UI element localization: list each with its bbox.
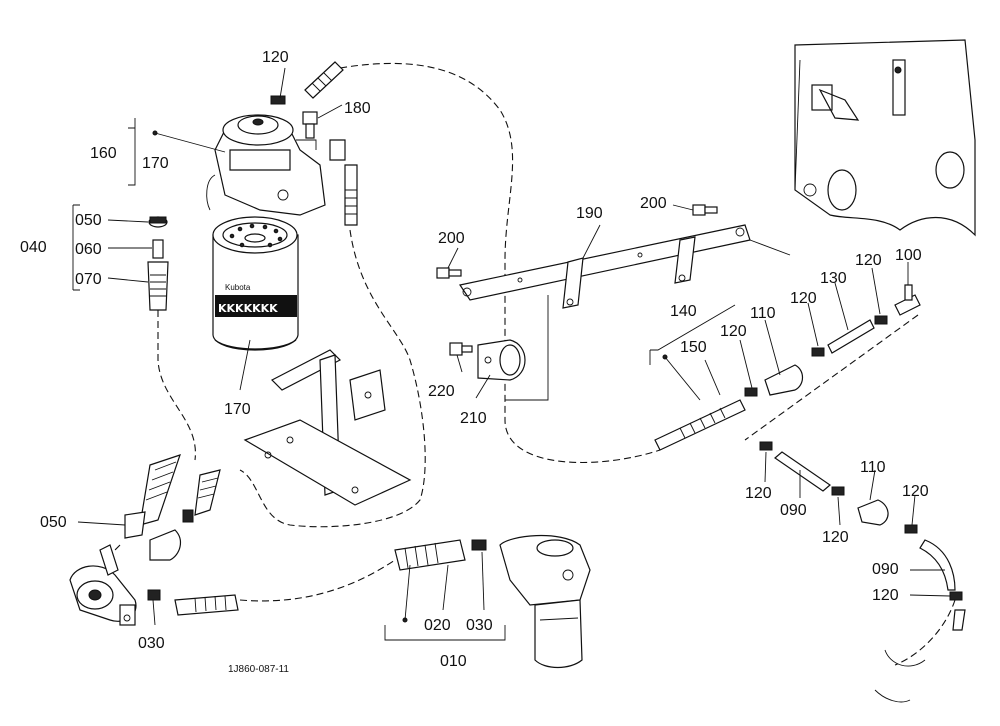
callout-060: 060 [75, 241, 102, 258]
filter-bracket [243, 349, 412, 506]
callout-030-left: 030 [138, 635, 165, 652]
callout-050-upper: 050 [75, 212, 102, 229]
callout-110-lower: 110 [860, 459, 886, 476]
callout-050-lower: 050 [40, 514, 67, 531]
callout-100: 100 [895, 247, 922, 264]
fuel-line-lower-right [759, 441, 966, 703]
callout-120-lower-c: 120 [902, 483, 929, 500]
callout-150: 150 [680, 339, 707, 356]
water-separator-010 [394, 535, 591, 669]
callout-200-right: 200 [640, 195, 667, 212]
callout-040: 040 [20, 239, 47, 256]
callout-130: 130 [820, 270, 847, 287]
diagram-code: 1J860-087-11 [228, 664, 289, 675]
clamp-210 [477, 339, 526, 381]
callout-200-left: 200 [438, 230, 465, 247]
bolt-180 [302, 111, 318, 139]
callout-030-center: 030 [466, 617, 493, 634]
callout-110-upper: 110 [750, 305, 776, 322]
hose-assembly-040 [147, 216, 169, 311]
bolt-200-left [436, 267, 462, 279]
callout-140: 140 [670, 303, 697, 320]
engine-block [794, 39, 976, 237]
callout-120-lower-b: 120 [822, 529, 849, 546]
filter-head [206, 114, 346, 216]
callout-070: 070 [75, 271, 102, 288]
callout-210: 210 [460, 410, 487, 427]
filter-brand-text: Kubota [225, 283, 251, 292]
svg-text:KKKKKKK: KKKKKKK [218, 302, 278, 315]
top-hose [270, 61, 358, 226]
fuel-routing-lines [104, 62, 956, 666]
callout-090-lower: 090 [872, 561, 899, 578]
callout-220: 220 [428, 383, 455, 400]
bolt-220 [449, 342, 473, 356]
callout-090-upper: 090 [780, 502, 807, 519]
callout-170-upper: 170 [142, 155, 169, 172]
fuel-line-140 [654, 284, 921, 451]
callout-labels: 120 180 160 170 050 040 060 070 170 190 … [20, 49, 929, 670]
pump-fitting [69, 544, 239, 626]
callout-120-lower-a: 120 [745, 485, 772, 502]
bolt-200-top [692, 204, 718, 216]
callout-170-lower: 170 [224, 401, 251, 418]
callout-120-lower-d: 120 [872, 587, 899, 604]
leader-lines [72, 67, 951, 641]
support-bar-190 [459, 224, 791, 401]
callout-010: 010 [440, 653, 467, 670]
callout-160: 160 [90, 145, 117, 162]
lower-left-hose [124, 454, 221, 561]
filter-perforation-holes [229, 223, 283, 248]
callout-190: 190 [576, 205, 603, 222]
callout-120-mid-b: 120 [790, 290, 817, 307]
callout-020: 020 [424, 617, 451, 634]
callout-120-mid-a: 120 [720, 323, 747, 340]
callout-120-top: 120 [262, 49, 289, 66]
callout-120-mid-c: 120 [855, 252, 882, 269]
filter-cartridge: Kubota KKKKKKK [212, 216, 299, 351]
callout-180: 180 [344, 100, 371, 117]
